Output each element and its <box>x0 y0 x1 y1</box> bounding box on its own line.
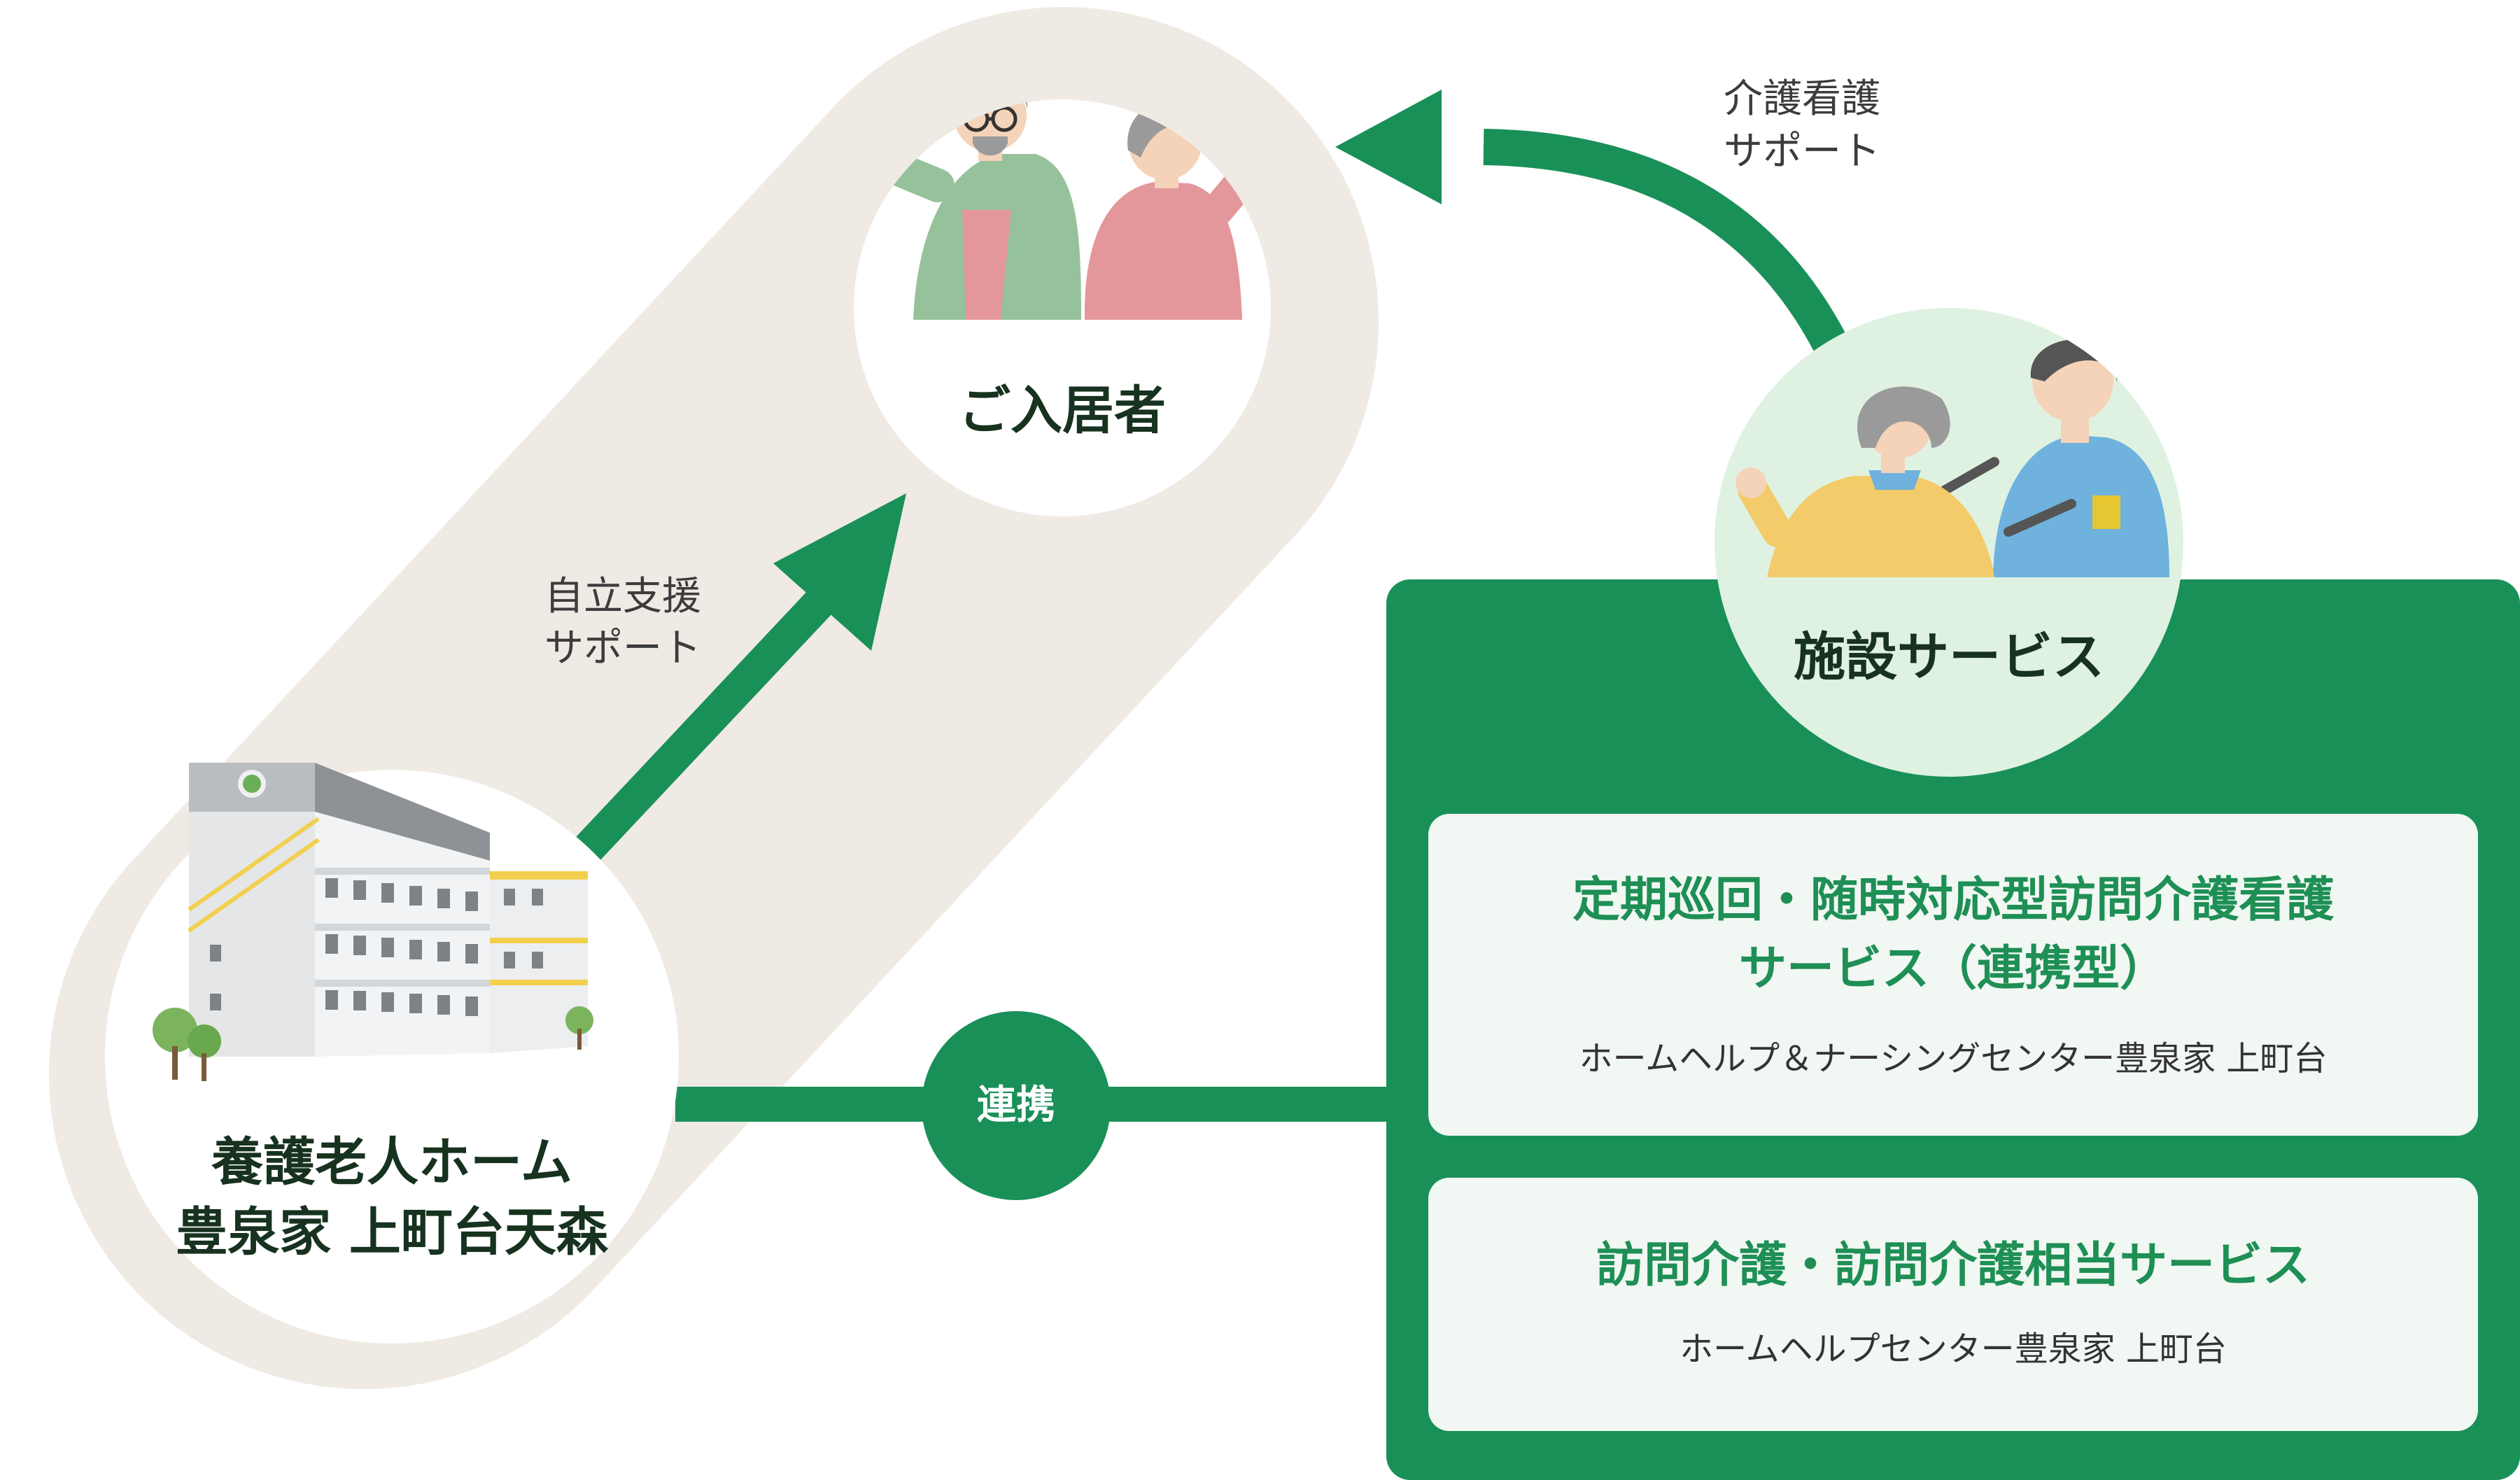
residents-label: ご入居者 <box>959 381 1166 441</box>
link-label: 連携 <box>977 1083 1055 1128</box>
independence-support-label-line1: 自立支援 <box>544 574 701 619</box>
service-card-1-title-line2: サービス（連携型） <box>1738 941 2167 996</box>
independence-support-arrow <box>554 493 906 883</box>
nursing-home-label-line2: 豊泉家 上町台天森 <box>176 1202 608 1262</box>
facility-services-illustration <box>1736 339 2169 577</box>
nursing-home-node <box>105 763 679 1344</box>
service-card-1: 定期巡回・随時対応型訪問介護看護 サービス（連携型） ホームヘルプ＆ナーシングセ… <box>1428 814 2478 1136</box>
care-nursing-support-label-line2: サポート <box>1724 129 1880 174</box>
service-card-2: 訪問介護・訪問介護相当サービス ホームヘルプセンター豊泉家 上町台 <box>1428 1178 2478 1431</box>
service-card-1-title-line1: 定期巡回・随時対応型訪問介護看護 <box>1572 873 2334 928</box>
care-nursing-support-label-line1: 介護看護 <box>1724 76 1880 122</box>
care-nursing-support-arrow <box>1335 90 1846 352</box>
facility-services-label: 施設サービス <box>1794 627 2104 687</box>
nursing-home-building-illustration <box>153 763 593 1081</box>
service-card-2-title: 訪問介護・訪問介護相当サービス <box>1596 1238 2310 1293</box>
independence-support-label-line2: サポート <box>544 626 701 671</box>
service-card-1-provider: ホームヘルプ＆ナーシングセンター豊泉家 上町台 <box>1579 1039 2328 1078</box>
nursing-home-label-line1: 養護老人ホーム <box>211 1132 572 1192</box>
service-card-2-provider: ホームヘルプセンター豊泉家 上町台 <box>1680 1330 2227 1369</box>
facility-services-node <box>1715 308 2183 777</box>
link-circle <box>922 1011 1111 1200</box>
